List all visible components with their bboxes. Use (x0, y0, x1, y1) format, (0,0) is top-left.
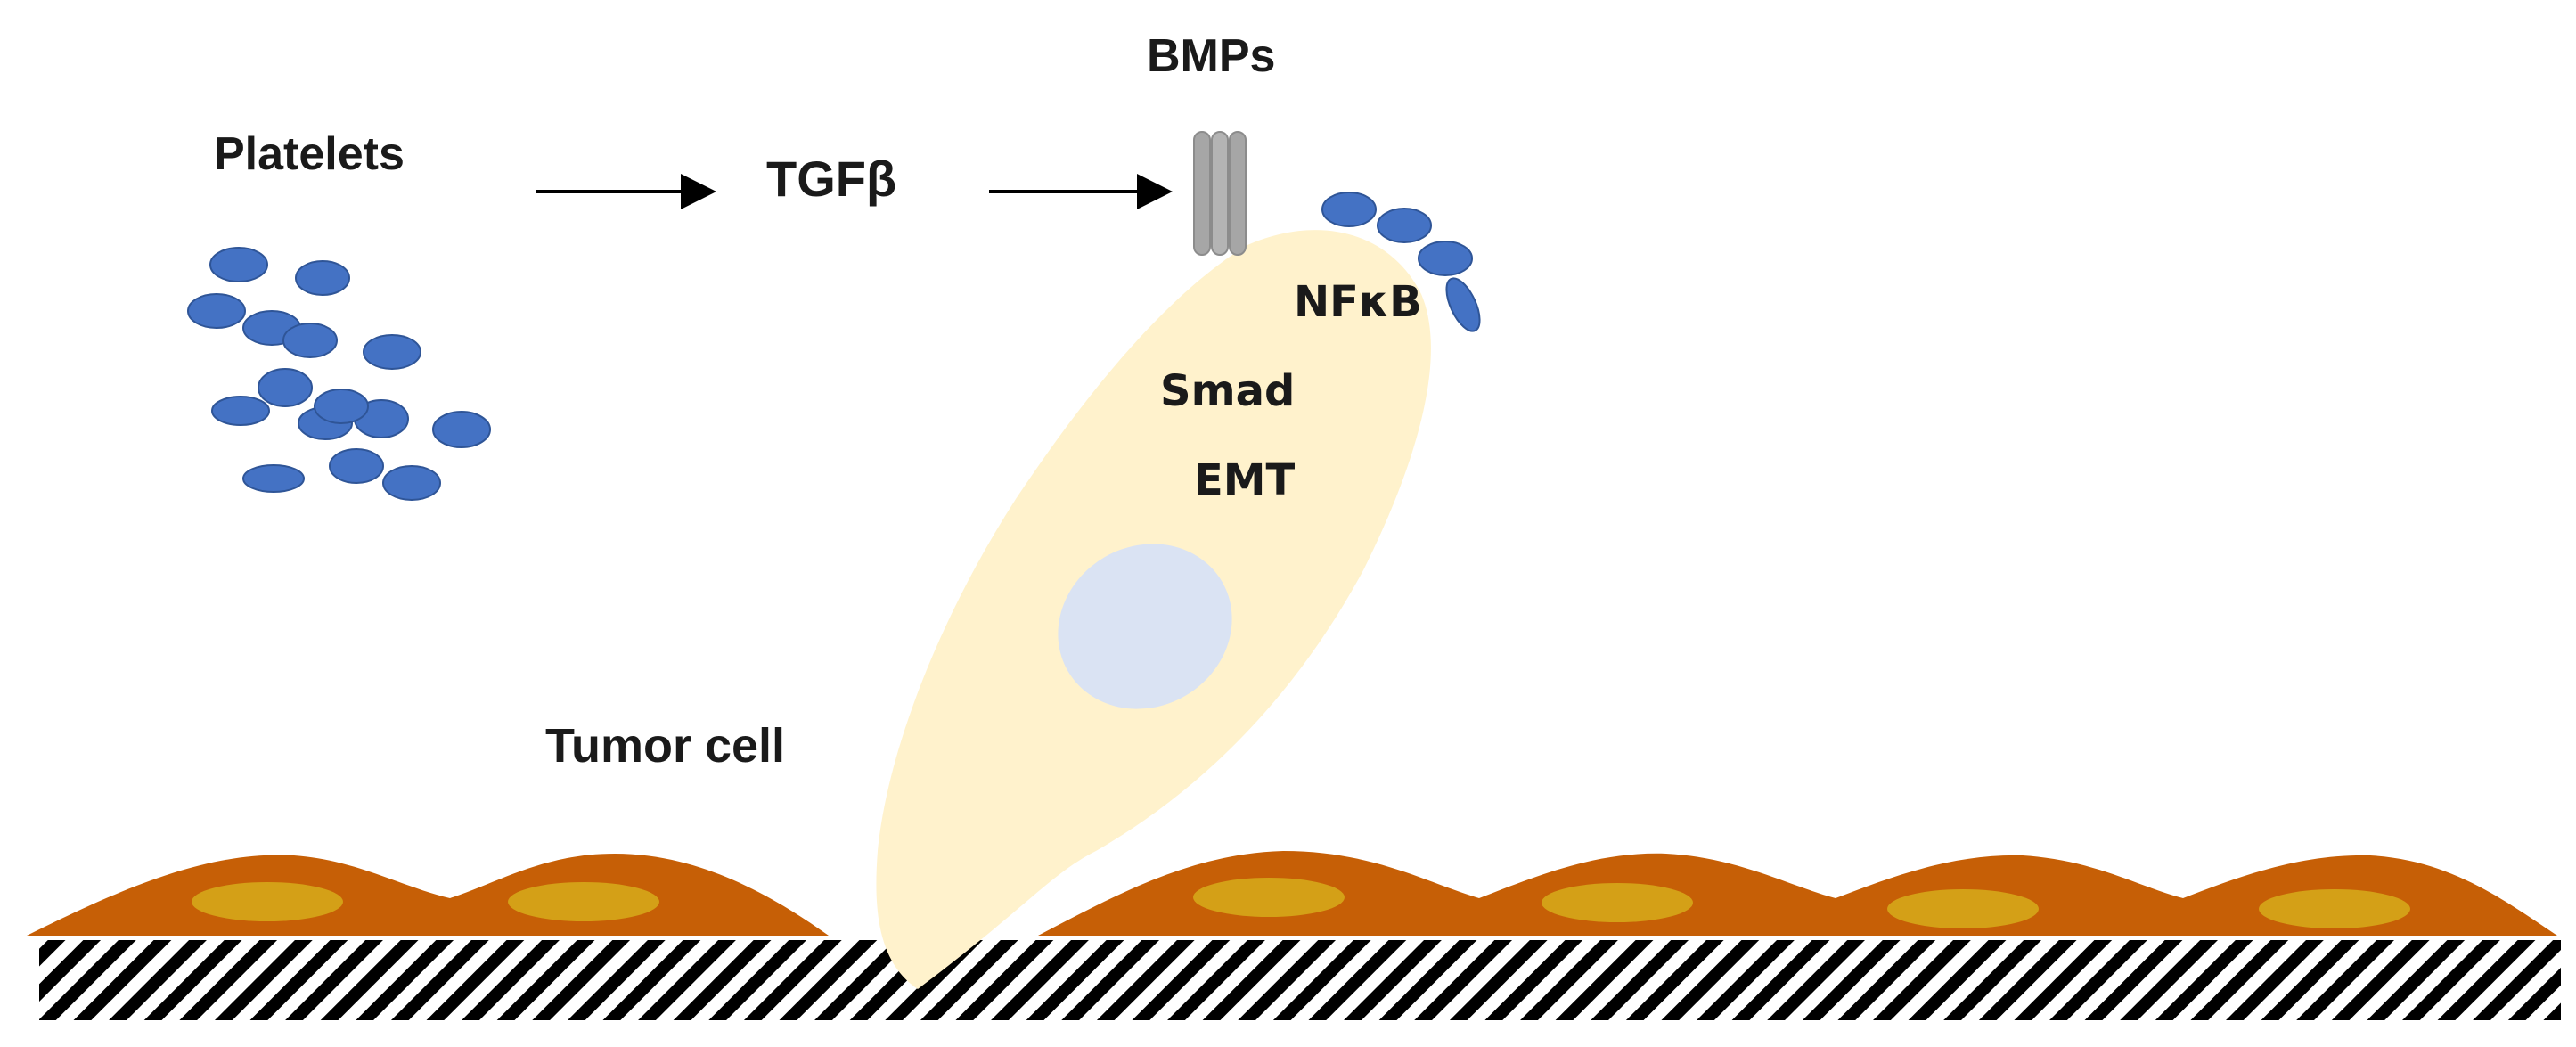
nfkb-unit (1321, 192, 1377, 227)
label-tumor-cell: Tumor cell (545, 719, 785, 773)
platelet-icon (211, 396, 270, 426)
label-platelets: Platelets (214, 128, 405, 180)
basement-membrane (39, 940, 2561, 1020)
endothelial-nucleus (1887, 889, 2039, 928)
platelets-cluster (187, 247, 491, 501)
label-emt: EMT (1194, 455, 1296, 505)
endothelial-cell (27, 854, 829, 936)
nfkb-unit (1418, 241, 1473, 276)
endothelial-nucleus (192, 882, 343, 921)
platelet-icon (187, 293, 246, 329)
endothelial-nucleus (2259, 889, 2410, 928)
receptor-icon (1193, 131, 1247, 256)
platelet-icon (329, 448, 384, 484)
platelet-icon (363, 334, 421, 370)
platelet-icon (382, 465, 441, 501)
platelet-icon (282, 323, 338, 358)
platelet-icon (242, 464, 305, 493)
platelet-icon (258, 368, 313, 407)
endothelial-nucleus (508, 882, 659, 921)
nfkb-unit (1377, 208, 1432, 243)
platelet-icon (295, 260, 350, 296)
endothelial-cells-left (27, 854, 829, 936)
tumor-nucleus (1058, 544, 1232, 709)
endothelial-nucleus (1193, 878, 1345, 917)
label-nfkb: NFκB (1294, 277, 1422, 327)
nfkb-unit (1445, 277, 1481, 332)
label-smad: Smad (1160, 366, 1295, 416)
nfkb-cluster (1321, 192, 1481, 332)
endothelial-cells-right (1038, 851, 2557, 936)
endothelial-cell (1038, 851, 2557, 936)
endothelial-nucleus (1542, 883, 1693, 922)
label-bmps: BMPs (1147, 30, 1275, 82)
label-tgfb: TGFβ (766, 151, 896, 207)
platelet-icon (209, 247, 268, 282)
platelet-icon (314, 389, 369, 424)
platelet-icon (432, 411, 491, 448)
